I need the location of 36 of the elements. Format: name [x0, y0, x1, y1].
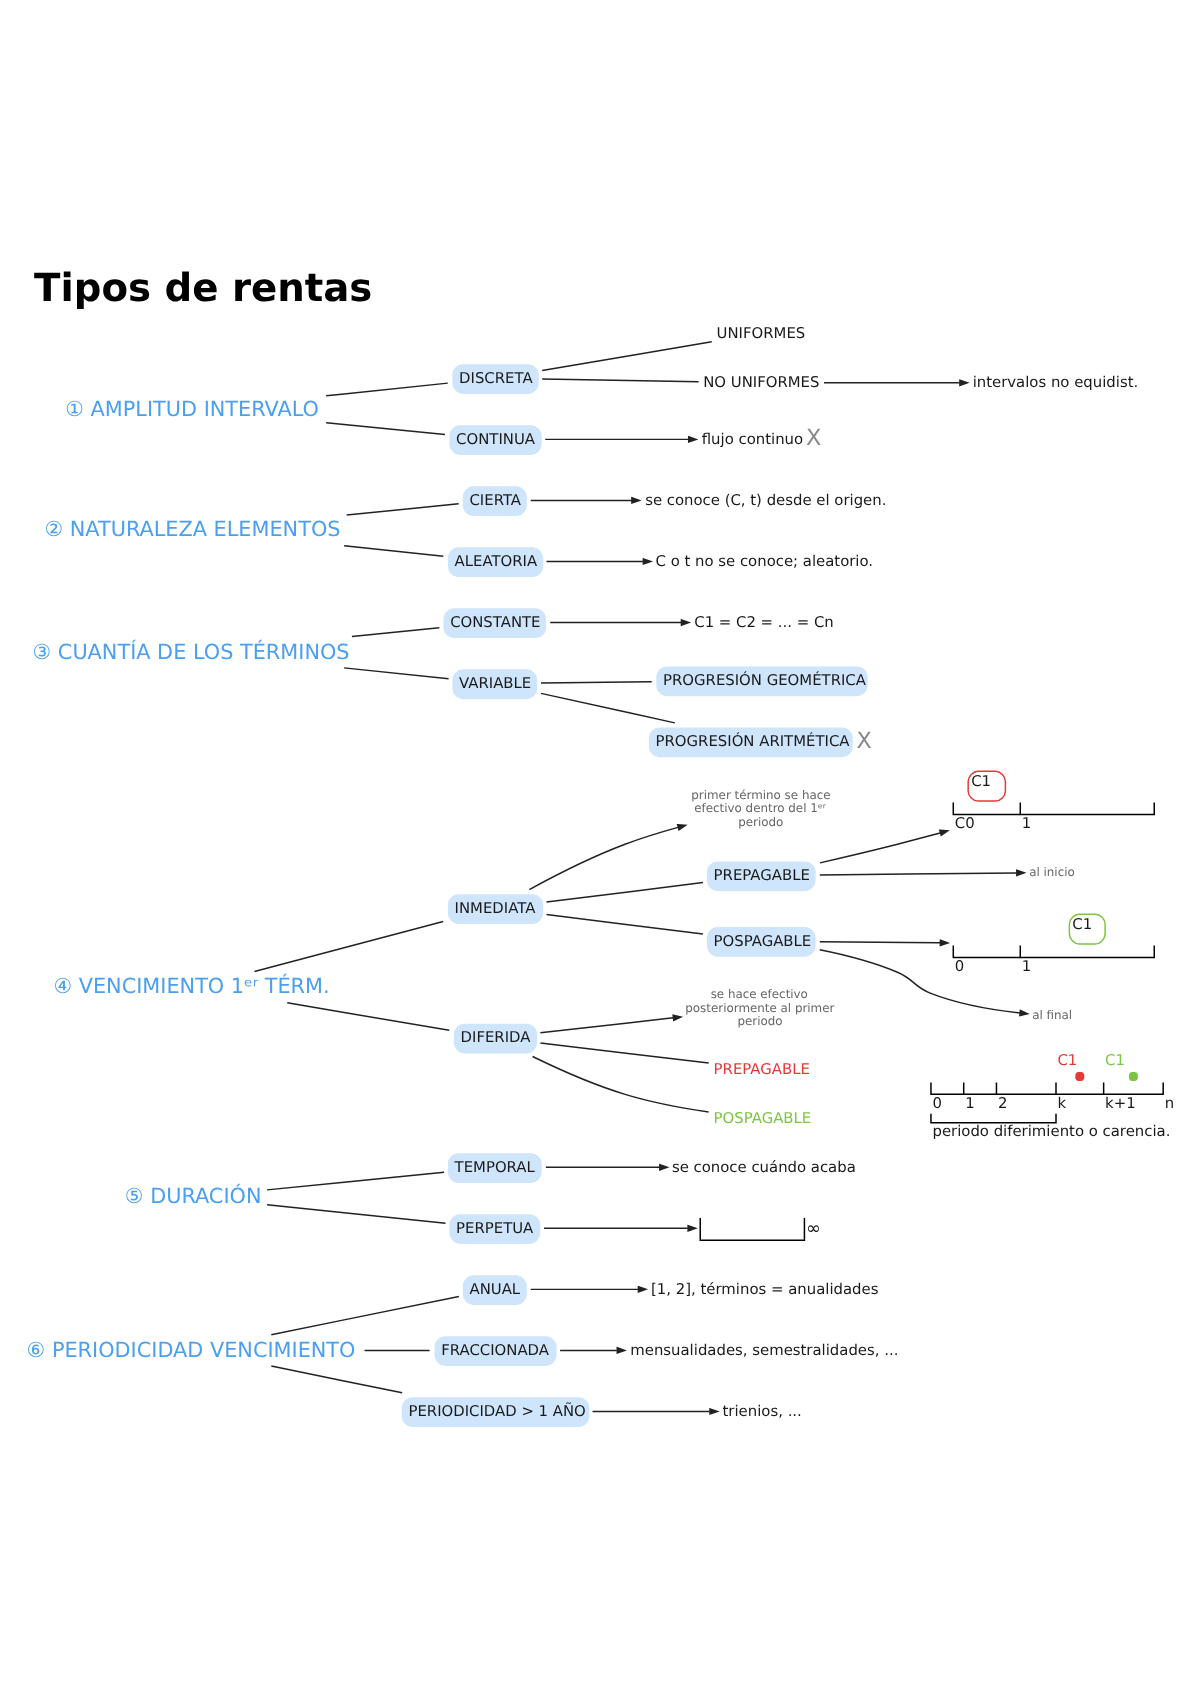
node-text: se conoce (C, t) desde el origen.	[645, 490, 887, 509]
node-text: ④ VENCIMIENTO 1ᵉʳ TÉRM.	[53, 975, 330, 1000]
node-text: UNIFORMES	[716, 324, 806, 343]
node-text: ③ CUANTÍA DE LOS TÉRMINOS	[32, 640, 350, 665]
node-text: C1 = C2 = ... = Cn	[694, 612, 834, 631]
label: n	[1164, 1093, 1175, 1112]
node-text: POSPAGABLE	[713, 1108, 812, 1127]
label: 0	[932, 1093, 942, 1112]
node-label: X	[856, 727, 872, 754]
node-text: ∞	[805, 1219, 821, 1240]
node-label: C0	[954, 813, 975, 832]
label: k+1	[1105, 1093, 1136, 1112]
node-text: ① AMPLITUD INTERVALO	[65, 397, 319, 422]
node-text: trienios, ...	[722, 1401, 802, 1420]
node-text: [1, 2], términos = anualidades	[651, 1279, 879, 1298]
node-text: flujo continuo	[701, 429, 804, 448]
label: 1	[965, 1093, 975, 1112]
node-text: se conoce cuándo acaba	[671, 1157, 856, 1176]
node-text: ⑤ DURACIÓN	[124, 1185, 262, 1210]
label: k	[1057, 1093, 1067, 1112]
node-label: X	[805, 425, 822, 452]
node-text: PREPAGABLE	[713, 1059, 810, 1078]
node-text: ⑥ PERIODICIDAD VENCIMIENTO	[26, 1338, 356, 1363]
node-text: ② NATURALEZA ELEMENTOS	[44, 518, 341, 543]
node-text: C o t no se conoce; aleatorio.	[655, 551, 874, 570]
node-label: 1	[1021, 813, 1032, 832]
node-text: NO UNIFORMES	[703, 373, 820, 392]
label: C1	[1105, 1050, 1125, 1069]
label: C1	[1057, 1050, 1078, 1069]
node-text: mensualidades, semestralidades, ...	[630, 1340, 899, 1359]
label: 2	[997, 1093, 1008, 1112]
node-label: 0	[954, 956, 965, 975]
label: periodo diferimiento o carencia.	[932, 1122, 1171, 1141]
diagram-title: Tipos de rentas	[34, 265, 373, 312]
node-label: 1	[1021, 956, 1032, 975]
node-text: intervalos no equidist.	[972, 373, 1139, 392]
